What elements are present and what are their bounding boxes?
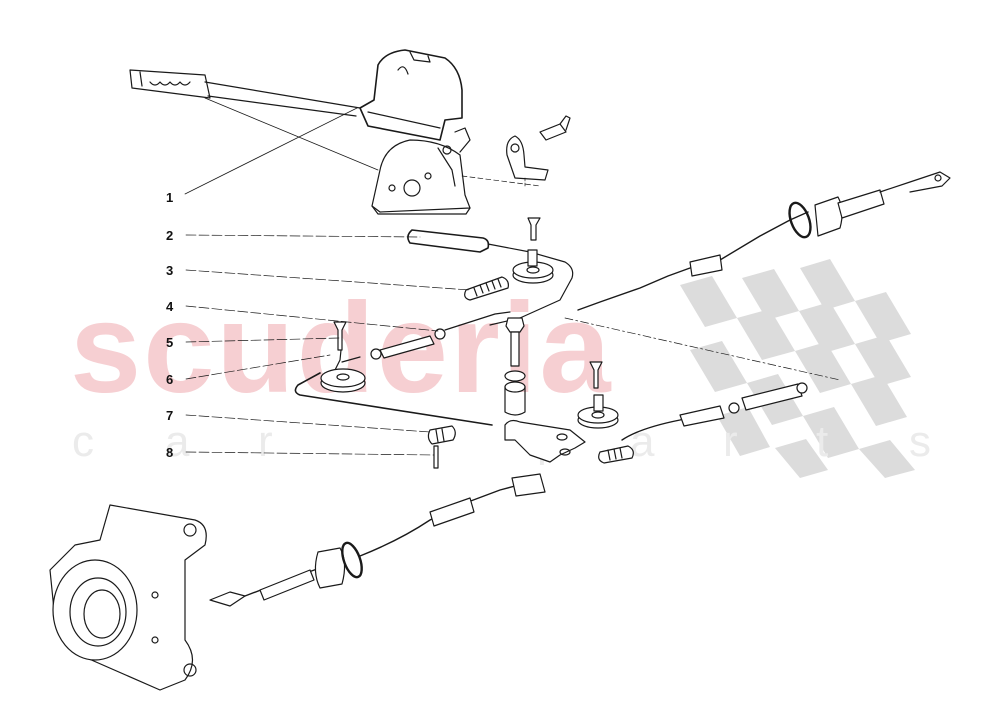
left-cable — [209, 473, 546, 607]
callout-6[interactable]: 6 — [166, 372, 174, 387]
right-cable-lower — [564, 317, 841, 441]
right-cable — [577, 171, 951, 311]
callout-5[interactable]: 5 — [166, 335, 174, 350]
callout-1[interactable]: 1 — [166, 190, 174, 205]
callout-8[interactable]: 8 — [166, 445, 174, 460]
pulley-right — [577, 361, 619, 429]
spring-lower — [598, 445, 634, 464]
callout-4[interactable]: 4 — [166, 299, 174, 314]
leader-line-1 — [184, 97, 379, 195]
callout-leaders — [185, 234, 471, 456]
warning-switch — [461, 115, 571, 189]
adjusting-rod — [334, 311, 511, 371]
callout-2[interactable]: 2 — [166, 228, 174, 243]
bushing-item-7 — [427, 425, 456, 445]
pin-item-8 — [433, 445, 439, 469]
spring-upper — [464, 276, 509, 301]
equalizer-lever — [504, 419, 586, 463]
callout-3[interactable]: 3 — [166, 263, 174, 278]
callout-7[interactable]: 7 — [166, 408, 174, 423]
cable-adjuster — [407, 229, 574, 326]
lever-bracket — [371, 127, 471, 215]
upper-pulley — [512, 217, 554, 284]
handbrake-lever — [129, 69, 361, 117]
lever-boot — [359, 49, 463, 141]
pulley-left — [320, 321, 366, 393]
bent-rod — [294, 372, 493, 426]
hub-carrier — [49, 504, 207, 691]
center-bolt-stack — [504, 317, 526, 416]
